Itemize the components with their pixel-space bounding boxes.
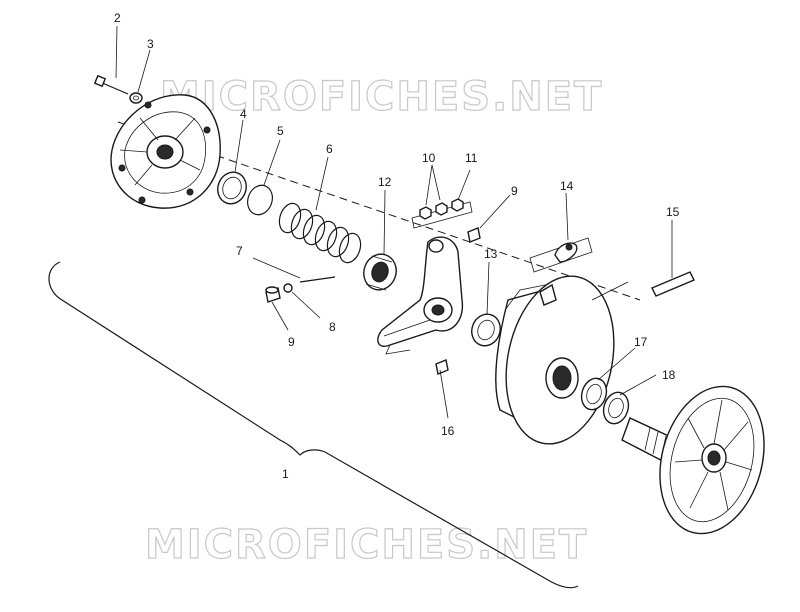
set-screw-part-16 bbox=[435, 359, 449, 375]
callout-11: 11 bbox=[465, 151, 478, 165]
callout-17: 17 bbox=[634, 335, 648, 349]
cap-part-9-upper bbox=[467, 227, 481, 243]
callout-5: 5 bbox=[277, 124, 284, 138]
callout-16: 16 bbox=[441, 424, 455, 438]
callout-12: 12 bbox=[378, 175, 392, 189]
washer-part-8 bbox=[283, 283, 293, 293]
callout-1: 1 bbox=[282, 467, 289, 481]
spring-part-6 bbox=[278, 202, 362, 264]
callout-13: 13 bbox=[484, 247, 498, 261]
callout-8: 8 bbox=[329, 320, 336, 334]
roller-bushing-part-12 bbox=[363, 253, 397, 291]
callout-6: 6 bbox=[326, 142, 333, 156]
roller-arm bbox=[377, 236, 464, 355]
callout-14: 14 bbox=[560, 179, 574, 193]
clip-part-14 bbox=[529, 237, 593, 273]
leader-lines bbox=[115, 25, 673, 419]
callout-3: 3 bbox=[147, 37, 154, 51]
washer-part-3 bbox=[129, 92, 143, 104]
callout-18: 18 bbox=[662, 368, 676, 382]
cover-housing bbox=[110, 94, 221, 209]
watermark-top: MICROFICHES.NET bbox=[160, 74, 603, 120]
snap-ring-part-5 bbox=[247, 184, 273, 216]
watermark-bottom: MICROFICHES.NET bbox=[145, 522, 588, 568]
pin-part-7 bbox=[299, 276, 336, 283]
moveable-sheave bbox=[495, 275, 615, 445]
bolt-part-2 bbox=[93, 74, 129, 95]
callout-15: 15 bbox=[666, 205, 680, 219]
washer-part-18 bbox=[602, 391, 630, 425]
bushing-part-4 bbox=[217, 171, 247, 205]
callout-9-upper: 9 bbox=[511, 184, 518, 198]
callout-4: 4 bbox=[240, 107, 247, 121]
callout-2: 2 bbox=[114, 11, 121, 25]
callout-10: 10 bbox=[422, 151, 436, 165]
callout-9-lower: 9 bbox=[288, 335, 295, 349]
cap-part-9-lower bbox=[265, 286, 281, 303]
nut-plate-parts-10-11 bbox=[411, 198, 473, 229]
washer-part-13 bbox=[471, 313, 501, 347]
assembly-bracket bbox=[48, 261, 579, 589]
pin-part-15 bbox=[651, 271, 695, 297]
fixed-sheave bbox=[621, 385, 765, 535]
callout-7: 7 bbox=[236, 244, 243, 258]
